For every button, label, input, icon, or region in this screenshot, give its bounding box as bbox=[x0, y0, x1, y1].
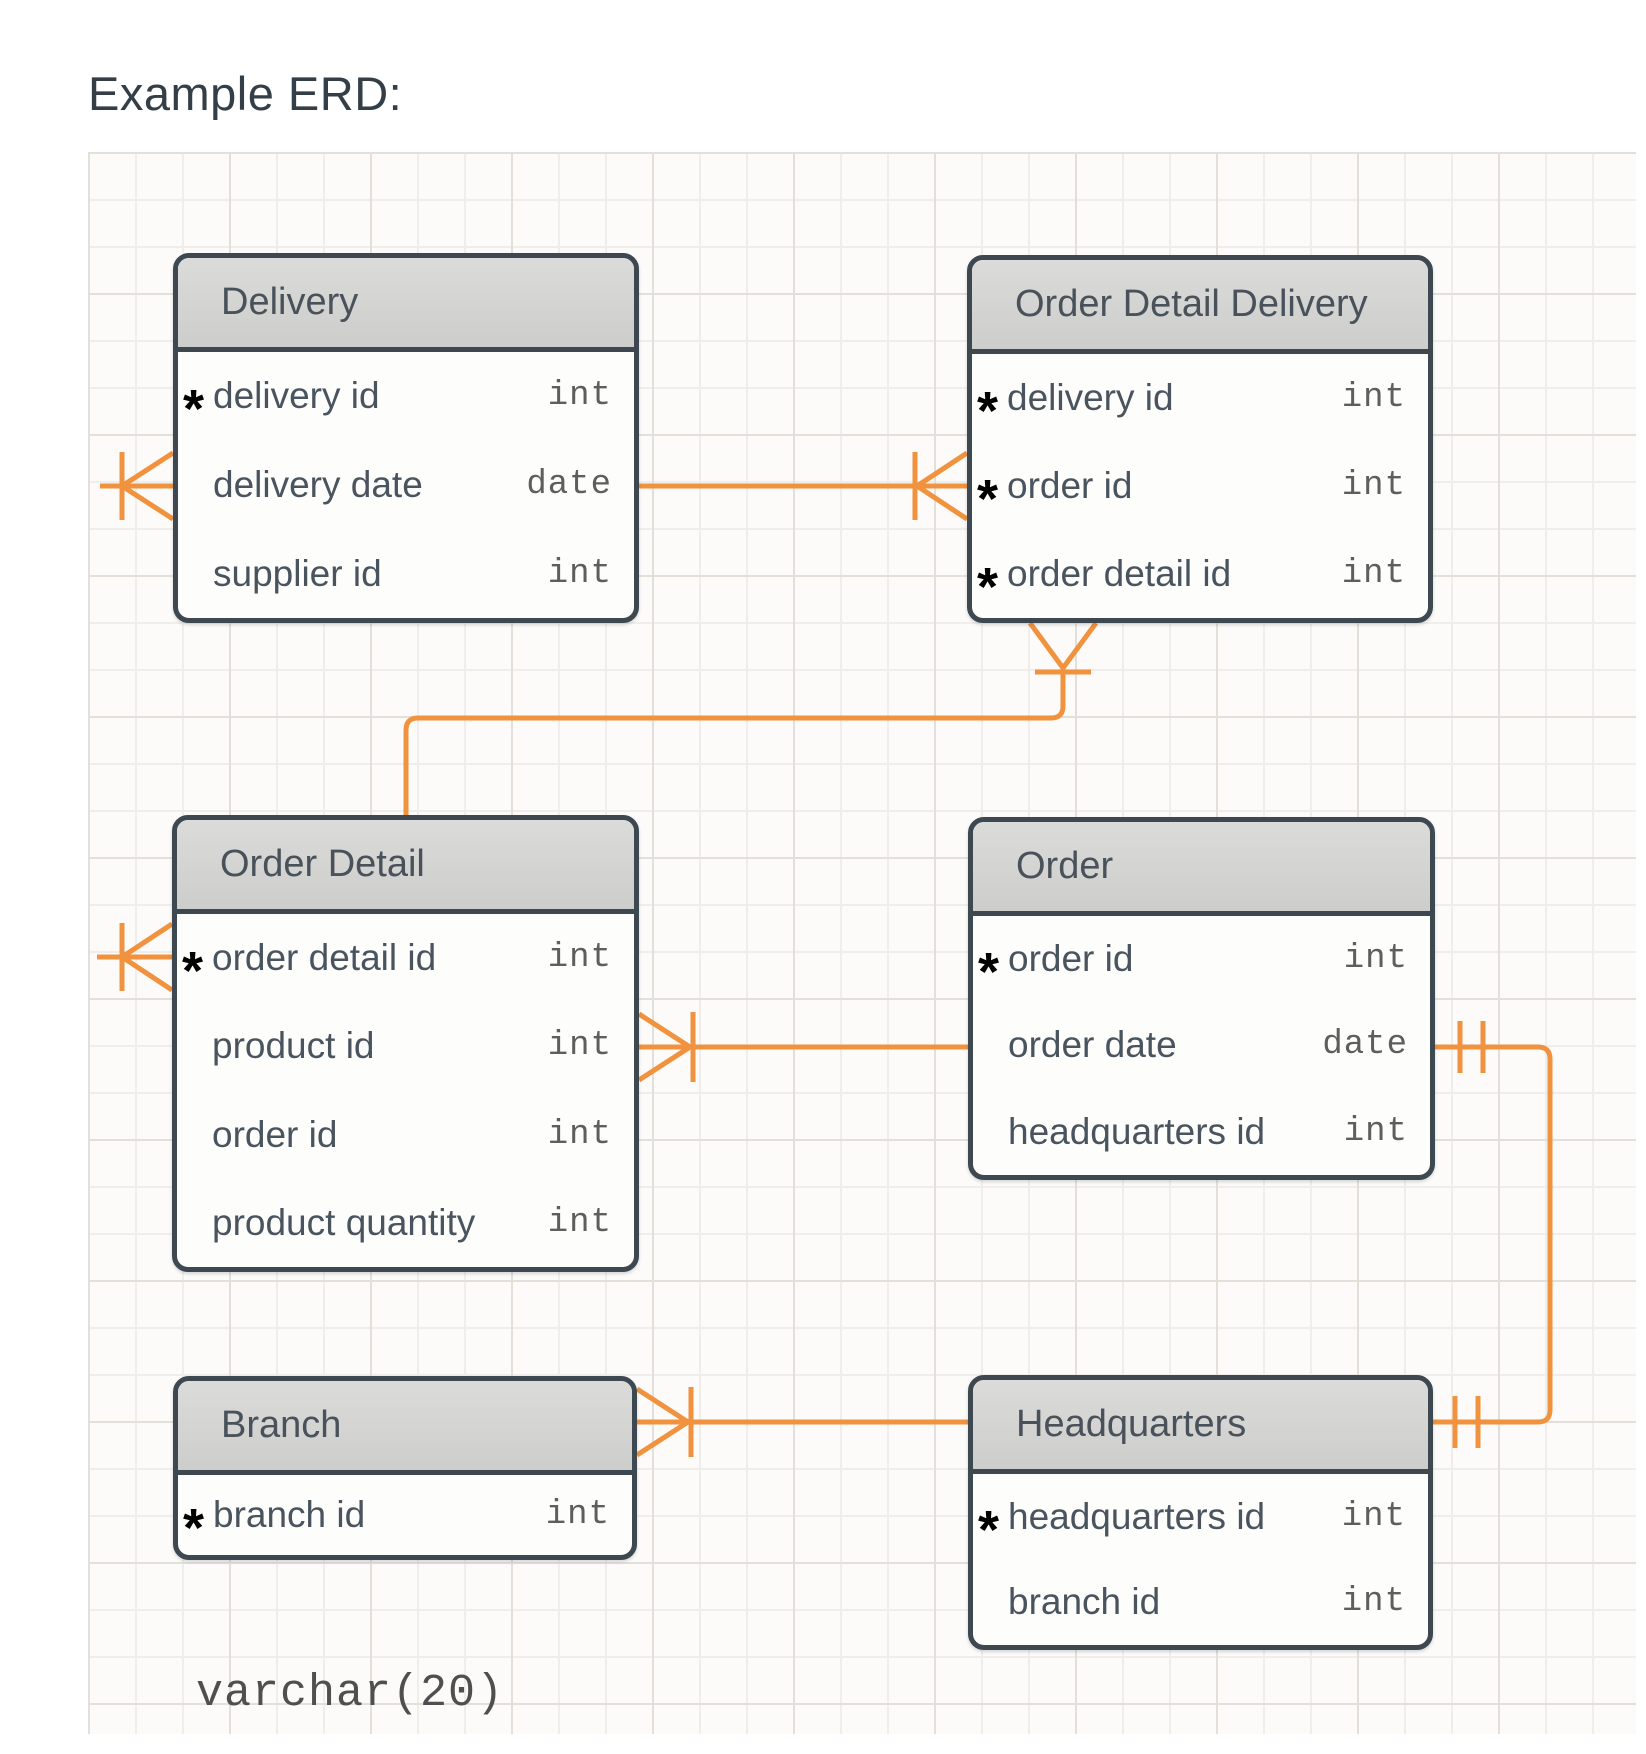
table-title: Order Detail bbox=[220, 843, 425, 885]
table-header: Order Detail Delivery bbox=[972, 260, 1428, 354]
table-order-detail[interactable]: Order Detail * order detail id int produ… bbox=[172, 815, 639, 1272]
connector-line[interactable] bbox=[1433, 1044, 1553, 1425]
field-row: * order detail id int bbox=[177, 914, 634, 1002]
field-name: order detail id bbox=[1007, 553, 1232, 594]
field-type: int bbox=[1341, 555, 1406, 593]
field-row: delivery date date bbox=[178, 441, 634, 530]
crow-foot-icon[interactable] bbox=[637, 1011, 695, 1083]
primary-key-asterisk-icon: * bbox=[183, 379, 205, 440]
relationship-order-detail-to-order[interactable] bbox=[637, 1011, 968, 1083]
relationship-external-to-delivery[interactable] bbox=[100, 450, 175, 522]
field-type: int bbox=[547, 1115, 612, 1154]
table-body: * order id int order date date headquart… bbox=[973, 916, 1430, 1175]
field-type: int bbox=[1341, 379, 1406, 417]
connector-line[interactable] bbox=[403, 668, 1066, 815]
field-type: int bbox=[1341, 1497, 1406, 1536]
field-type: int bbox=[1341, 1583, 1406, 1622]
field-name: delivery id bbox=[213, 375, 380, 417]
page-title: Example ERD: bbox=[88, 67, 403, 120]
relationship-branch-to-headquarters[interactable] bbox=[635, 1386, 968, 1458]
field-type: date bbox=[526, 466, 612, 504]
primary-key-asterisk-icon: * bbox=[977, 469, 999, 529]
field-name: branch id bbox=[1008, 1581, 1161, 1623]
crow-foot-icon[interactable] bbox=[635, 1386, 693, 1458]
field-row: order date date bbox=[973, 1002, 1430, 1088]
table-title: Order Detail Delivery bbox=[1015, 283, 1368, 325]
relationship-external-to-order-detail[interactable] bbox=[97, 921, 174, 993]
field-type: int bbox=[1341, 467, 1406, 505]
table-branch[interactable]: Branch * branch id int bbox=[173, 1376, 637, 1560]
table-body: * headquarters id int branch id int bbox=[973, 1474, 1428, 1645]
table-title: Headquarters bbox=[1016, 1403, 1247, 1445]
field-row: * branch id int bbox=[178, 1475, 632, 1555]
field-name: order date bbox=[1008, 1024, 1177, 1066]
table-title: Branch bbox=[221, 1404, 342, 1446]
relationship-order-detail-delivery-to-order-detail[interactable] bbox=[403, 621, 1099, 815]
relationship-order-to-headquarters[interactable] bbox=[1433, 1021, 1553, 1448]
field-row: * delivery id int bbox=[178, 352, 634, 441]
type-note: varchar(20) bbox=[196, 1668, 505, 1719]
primary-key-asterisk-icon: * bbox=[977, 557, 999, 617]
table-header: Headquarters bbox=[973, 1380, 1428, 1474]
field-name: delivery date bbox=[213, 464, 423, 505]
field-type: date bbox=[1322, 1026, 1408, 1065]
table-header: Branch bbox=[178, 1381, 632, 1475]
field-name: supplier id bbox=[213, 552, 382, 594]
field-name: order id bbox=[212, 1113, 338, 1155]
relationship-delivery-to-order-detail-delivery[interactable] bbox=[639, 450, 969, 522]
table-title: Delivery bbox=[221, 281, 359, 323]
double-bar-icon[interactable] bbox=[1452, 1396, 1481, 1448]
table-header: Order Detail bbox=[177, 820, 634, 914]
field-name: headquarters id bbox=[1008, 1495, 1266, 1537]
primary-key-asterisk-icon: * bbox=[978, 1499, 1000, 1560]
primary-key-asterisk-icon: * bbox=[183, 1498, 205, 1558]
field-name: order detail id bbox=[212, 937, 437, 979]
table-headquarters[interactable]: Headquarters * headquarters id int branc… bbox=[968, 1375, 1433, 1650]
table-delivery[interactable]: Delivery * delivery id int delivery date… bbox=[173, 253, 639, 623]
primary-key-asterisk-icon: * bbox=[978, 942, 1000, 1003]
field-type: int bbox=[1343, 1112, 1408, 1151]
field-name: product id bbox=[212, 1025, 375, 1067]
field-row: supplier id int bbox=[178, 529, 634, 618]
table-header: Delivery bbox=[178, 258, 634, 352]
double-bar-icon[interactable] bbox=[1457, 1021, 1486, 1073]
field-type: int bbox=[547, 377, 612, 416]
field-name: order id bbox=[1007, 465, 1133, 506]
field-name: headquarters id bbox=[1008, 1110, 1266, 1152]
table-body: * delivery id int * order id int * order… bbox=[972, 354, 1428, 618]
field-type: int bbox=[547, 554, 612, 593]
field-type: int bbox=[1343, 940, 1408, 979]
field-row: product quantity int bbox=[177, 1179, 634, 1267]
field-type: int bbox=[547, 1027, 612, 1066]
field-name: branch id bbox=[213, 1494, 366, 1535]
field-row: * order id int bbox=[973, 916, 1430, 1002]
table-title: Order bbox=[1016, 845, 1114, 887]
field-row: * order detail id int bbox=[972, 530, 1428, 618]
field-row: branch id int bbox=[973, 1560, 1428, 1646]
table-body: * order detail id int product id int ord… bbox=[177, 914, 634, 1267]
field-type: int bbox=[545, 1496, 610, 1534]
field-type: int bbox=[547, 939, 612, 978]
field-row: headquarters id int bbox=[973, 1089, 1430, 1175]
field-row: * delivery id int bbox=[972, 354, 1428, 442]
field-name: order id bbox=[1008, 938, 1134, 980]
table-body: * branch id int bbox=[178, 1475, 632, 1555]
field-row: order id int bbox=[177, 1091, 634, 1179]
primary-key-asterisk-icon: * bbox=[182, 941, 204, 1002]
field-name: product quantity bbox=[212, 1201, 476, 1243]
crow-foot-icon[interactable] bbox=[1027, 621, 1099, 673]
table-header: Order bbox=[973, 822, 1430, 916]
field-type: int bbox=[547, 1203, 612, 1242]
table-order-detail-delivery[interactable]: Order Detail Delivery * delivery id int … bbox=[967, 255, 1433, 623]
primary-key-asterisk-icon: * bbox=[977, 381, 999, 441]
table-body: * delivery id int delivery date date sup… bbox=[178, 352, 634, 618]
table-order[interactable]: Order * order id int order date date hea… bbox=[968, 817, 1435, 1180]
field-name: delivery id bbox=[1007, 377, 1174, 418]
field-row: * headquarters id int bbox=[973, 1474, 1428, 1560]
field-row: * order id int bbox=[972, 442, 1428, 530]
field-row: product id int bbox=[177, 1002, 634, 1090]
